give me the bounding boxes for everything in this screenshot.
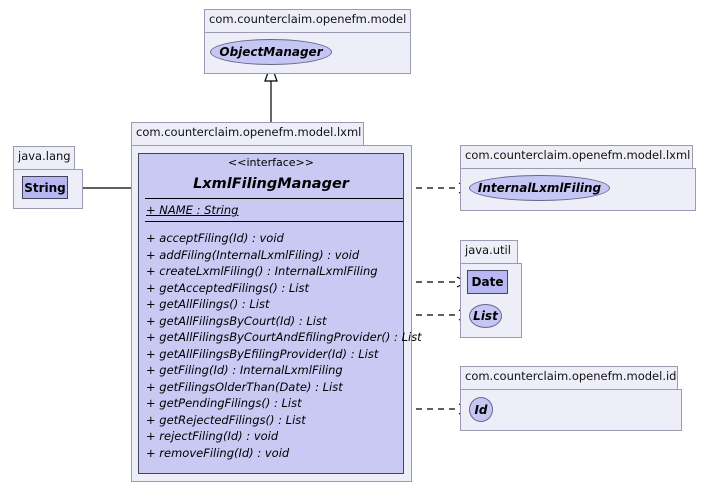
element-internal-lxml-filing-label: InternalLxmlFiling bbox=[477, 181, 602, 195]
method-item: + removeFiling(Id) : void bbox=[146, 445, 290, 460]
package-label-model-lxml-ext: com.counterclaim.openefm.model.lxml bbox=[465, 148, 691, 162]
package-tab-java-util: java.util bbox=[460, 240, 518, 264]
element-id[interactable]: Id bbox=[469, 397, 493, 422]
method-item: + getFilingsOlderThan(Date) : List bbox=[146, 379, 343, 394]
package-tab-model-id: com.counterclaim.openefm.model.id bbox=[460, 366, 678, 390]
method-item: + getAllFilingsByEfilingProvider(Id) : L… bbox=[146, 346, 379, 361]
element-internal-lxml-filing[interactable]: InternalLxmlFiling bbox=[469, 175, 610, 201]
method-item: + addFiling(InternalLxmlFiling) : void bbox=[146, 247, 360, 262]
package-tab-model-lxml-main: com.counterclaim.openefm.model.lxml bbox=[131, 122, 364, 146]
interface-divider-top bbox=[145, 198, 403, 199]
method-item: + createLxmlFiling() : InternalLxmlFilin… bbox=[146, 264, 378, 278]
package-model-id bbox=[460, 389, 682, 431]
package-label-model-id: com.counterclaim.openefm.model.id bbox=[465, 369, 677, 383]
element-object-manager-label: ObjectManager bbox=[219, 45, 323, 59]
interface-method-list: + acceptFiling(Id) : void + addFiling(In… bbox=[146, 230, 422, 461]
interface-stereotype: <<interface>> bbox=[228, 156, 314, 169]
method-item: + getAllFilingsByCourt(Id) : List bbox=[146, 313, 327, 328]
class-string[interactable]: String bbox=[22, 176, 68, 199]
class-date-label: Date bbox=[471, 275, 504, 289]
package-tab-java-lang: java.lang bbox=[13, 146, 75, 170]
interface-divider-attributes bbox=[145, 221, 403, 222]
package-label-java-util: java.util bbox=[465, 243, 511, 257]
element-list[interactable]: List bbox=[469, 304, 502, 328]
element-object-manager[interactable]: ObjectManager bbox=[210, 39, 332, 65]
method-item: + rejectFiling(Id) : void bbox=[146, 429, 279, 443]
interface-attribute: + NAME : String bbox=[146, 203, 239, 217]
interface-name: LxmlFilingManager bbox=[193, 176, 349, 192]
package-tab-model: com.counterclaim.openefm.model bbox=[204, 9, 411, 33]
method-item: + getAllFilings() : List bbox=[146, 297, 270, 311]
method-item: + getRejectedFilings() : List bbox=[146, 412, 306, 427]
interface-lxml-filing-manager[interactable]: <<interface>> LxmlFilingManager + NAME :… bbox=[138, 153, 422, 474]
package-label-model: com.counterclaim.openefm.model bbox=[209, 12, 407, 26]
package-label-model-lxml-main: com.counterclaim.openefm.model.lxml bbox=[136, 125, 362, 139]
method-item: + getPendingFilings() : List bbox=[146, 396, 302, 410]
method-item: + getAllFilingsByCourtAndEfilingProvider… bbox=[146, 330, 422, 344]
method-item: + getFiling(Id) : InternalLxmlFiling bbox=[146, 363, 343, 377]
method-item: + acceptFiling(Id) : void bbox=[146, 231, 284, 245]
method-item: + getAcceptedFilings() : List bbox=[146, 280, 309, 295]
element-list-label: List bbox=[473, 309, 498, 323]
class-date[interactable]: Date bbox=[467, 270, 508, 294]
package-tab-model-lxml-ext: com.counterclaim.openefm.model.lxml bbox=[460, 145, 693, 169]
element-id-label: Id bbox=[474, 402, 488, 417]
class-string-label: String bbox=[24, 180, 66, 195]
package-label-java-lang: java.lang bbox=[18, 149, 71, 163]
